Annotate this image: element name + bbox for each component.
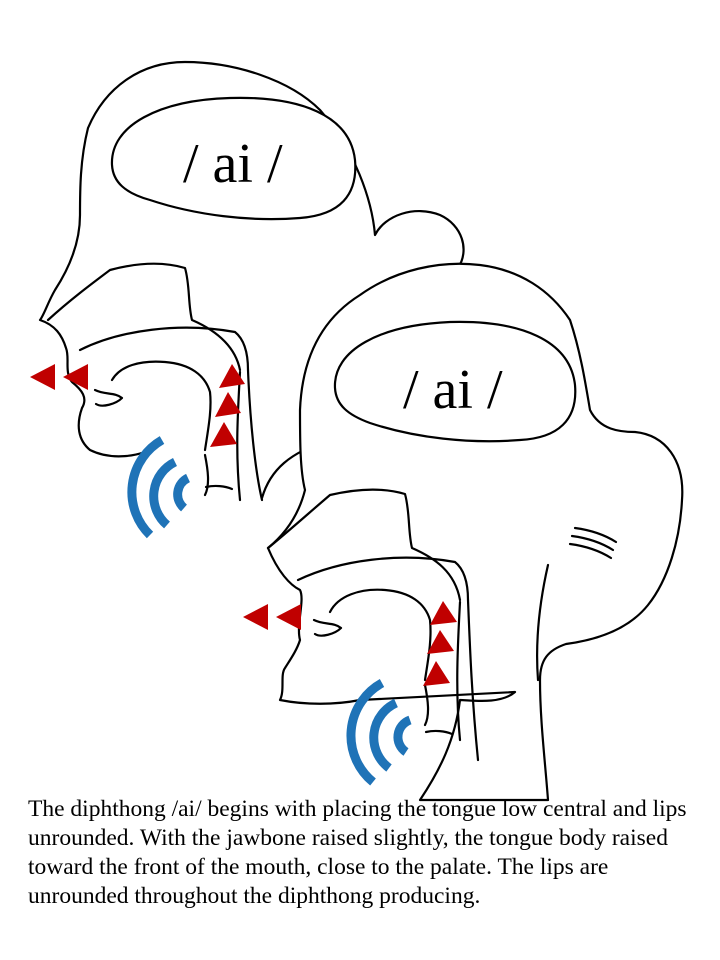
larynx <box>424 729 454 736</box>
airflow-arrow-throat-middle <box>427 630 454 654</box>
trachea <box>466 598 480 762</box>
hard-palate <box>296 556 470 602</box>
head-diagram-front: / ai / <box>243 262 684 802</box>
airflow-arrow-throat-middle <box>215 392 241 417</box>
phoneme-label: / ai / <box>183 133 283 195</box>
airflow-arrow-lips-outer <box>30 364 55 390</box>
airflow-arrow-throat-lower <box>210 422 237 447</box>
hard-palate <box>78 326 250 372</box>
tongue-outline <box>110 360 212 452</box>
brain-outline <box>110 96 357 221</box>
description-caption: The diphthong /ai/ begins with placing t… <box>28 796 687 909</box>
phoneme-label: / ai / <box>403 359 503 421</box>
trachea <box>246 368 264 502</box>
neck-back <box>536 563 550 682</box>
pharynx-wall <box>423 600 462 742</box>
airflow-arrow-lips-inner <box>63 364 88 390</box>
hair-bun-lines <box>568 526 618 560</box>
lower-jaw <box>312 618 343 637</box>
airflow-arrow-throat-upper <box>430 601 457 625</box>
voicing-wave-icon <box>127 436 191 539</box>
airflow-arrow-lips-outer <box>243 604 268 630</box>
tongue-outline <box>328 588 432 682</box>
airflow-arrow-lips-inner <box>276 604 301 630</box>
brain-outline <box>333 320 577 443</box>
head-diagram-back: / ai / <box>30 60 465 539</box>
nasal-cavity <box>46 262 242 372</box>
airflow-arrow-throat-upper <box>219 364 245 388</box>
larynx <box>204 484 234 491</box>
airflow-arrow-throat-lower <box>423 661 450 686</box>
voicing-wave-icon <box>346 679 412 786</box>
lower-jaw <box>93 388 124 407</box>
